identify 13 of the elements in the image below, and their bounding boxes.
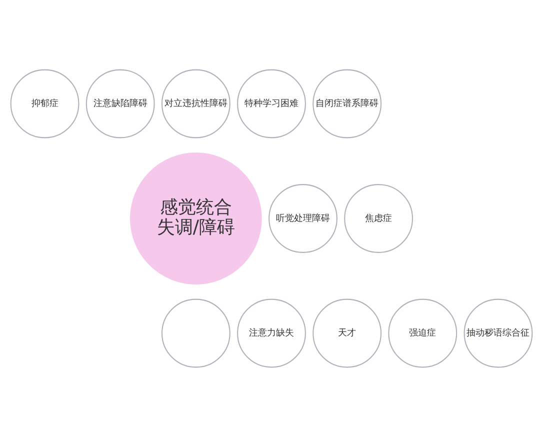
- node-circle: 注意缺陷障碍: [86, 68, 155, 138]
- node-circle: 自闭症谱系障碍: [312, 68, 382, 138]
- node-circle: 注意力缺失: [237, 298, 306, 368]
- node-circle: 焦虑症: [344, 184, 414, 252]
- node-circle: 听觉处理障碍: [268, 184, 338, 252]
- node-circle: 对立违抗性障碍: [161, 68, 230, 138]
- node-circle: 特种学习困难: [237, 68, 306, 138]
- node-circle: 感觉统合失调/障碍: [130, 152, 262, 284]
- node-circle: 天才: [312, 298, 382, 368]
- node-circle: 抑郁症: [10, 68, 80, 138]
- node-circle: [161, 298, 230, 368]
- node-circle: 抽动秽语综合征: [464, 298, 533, 368]
- node-circle: 强迫症: [388, 298, 458, 368]
